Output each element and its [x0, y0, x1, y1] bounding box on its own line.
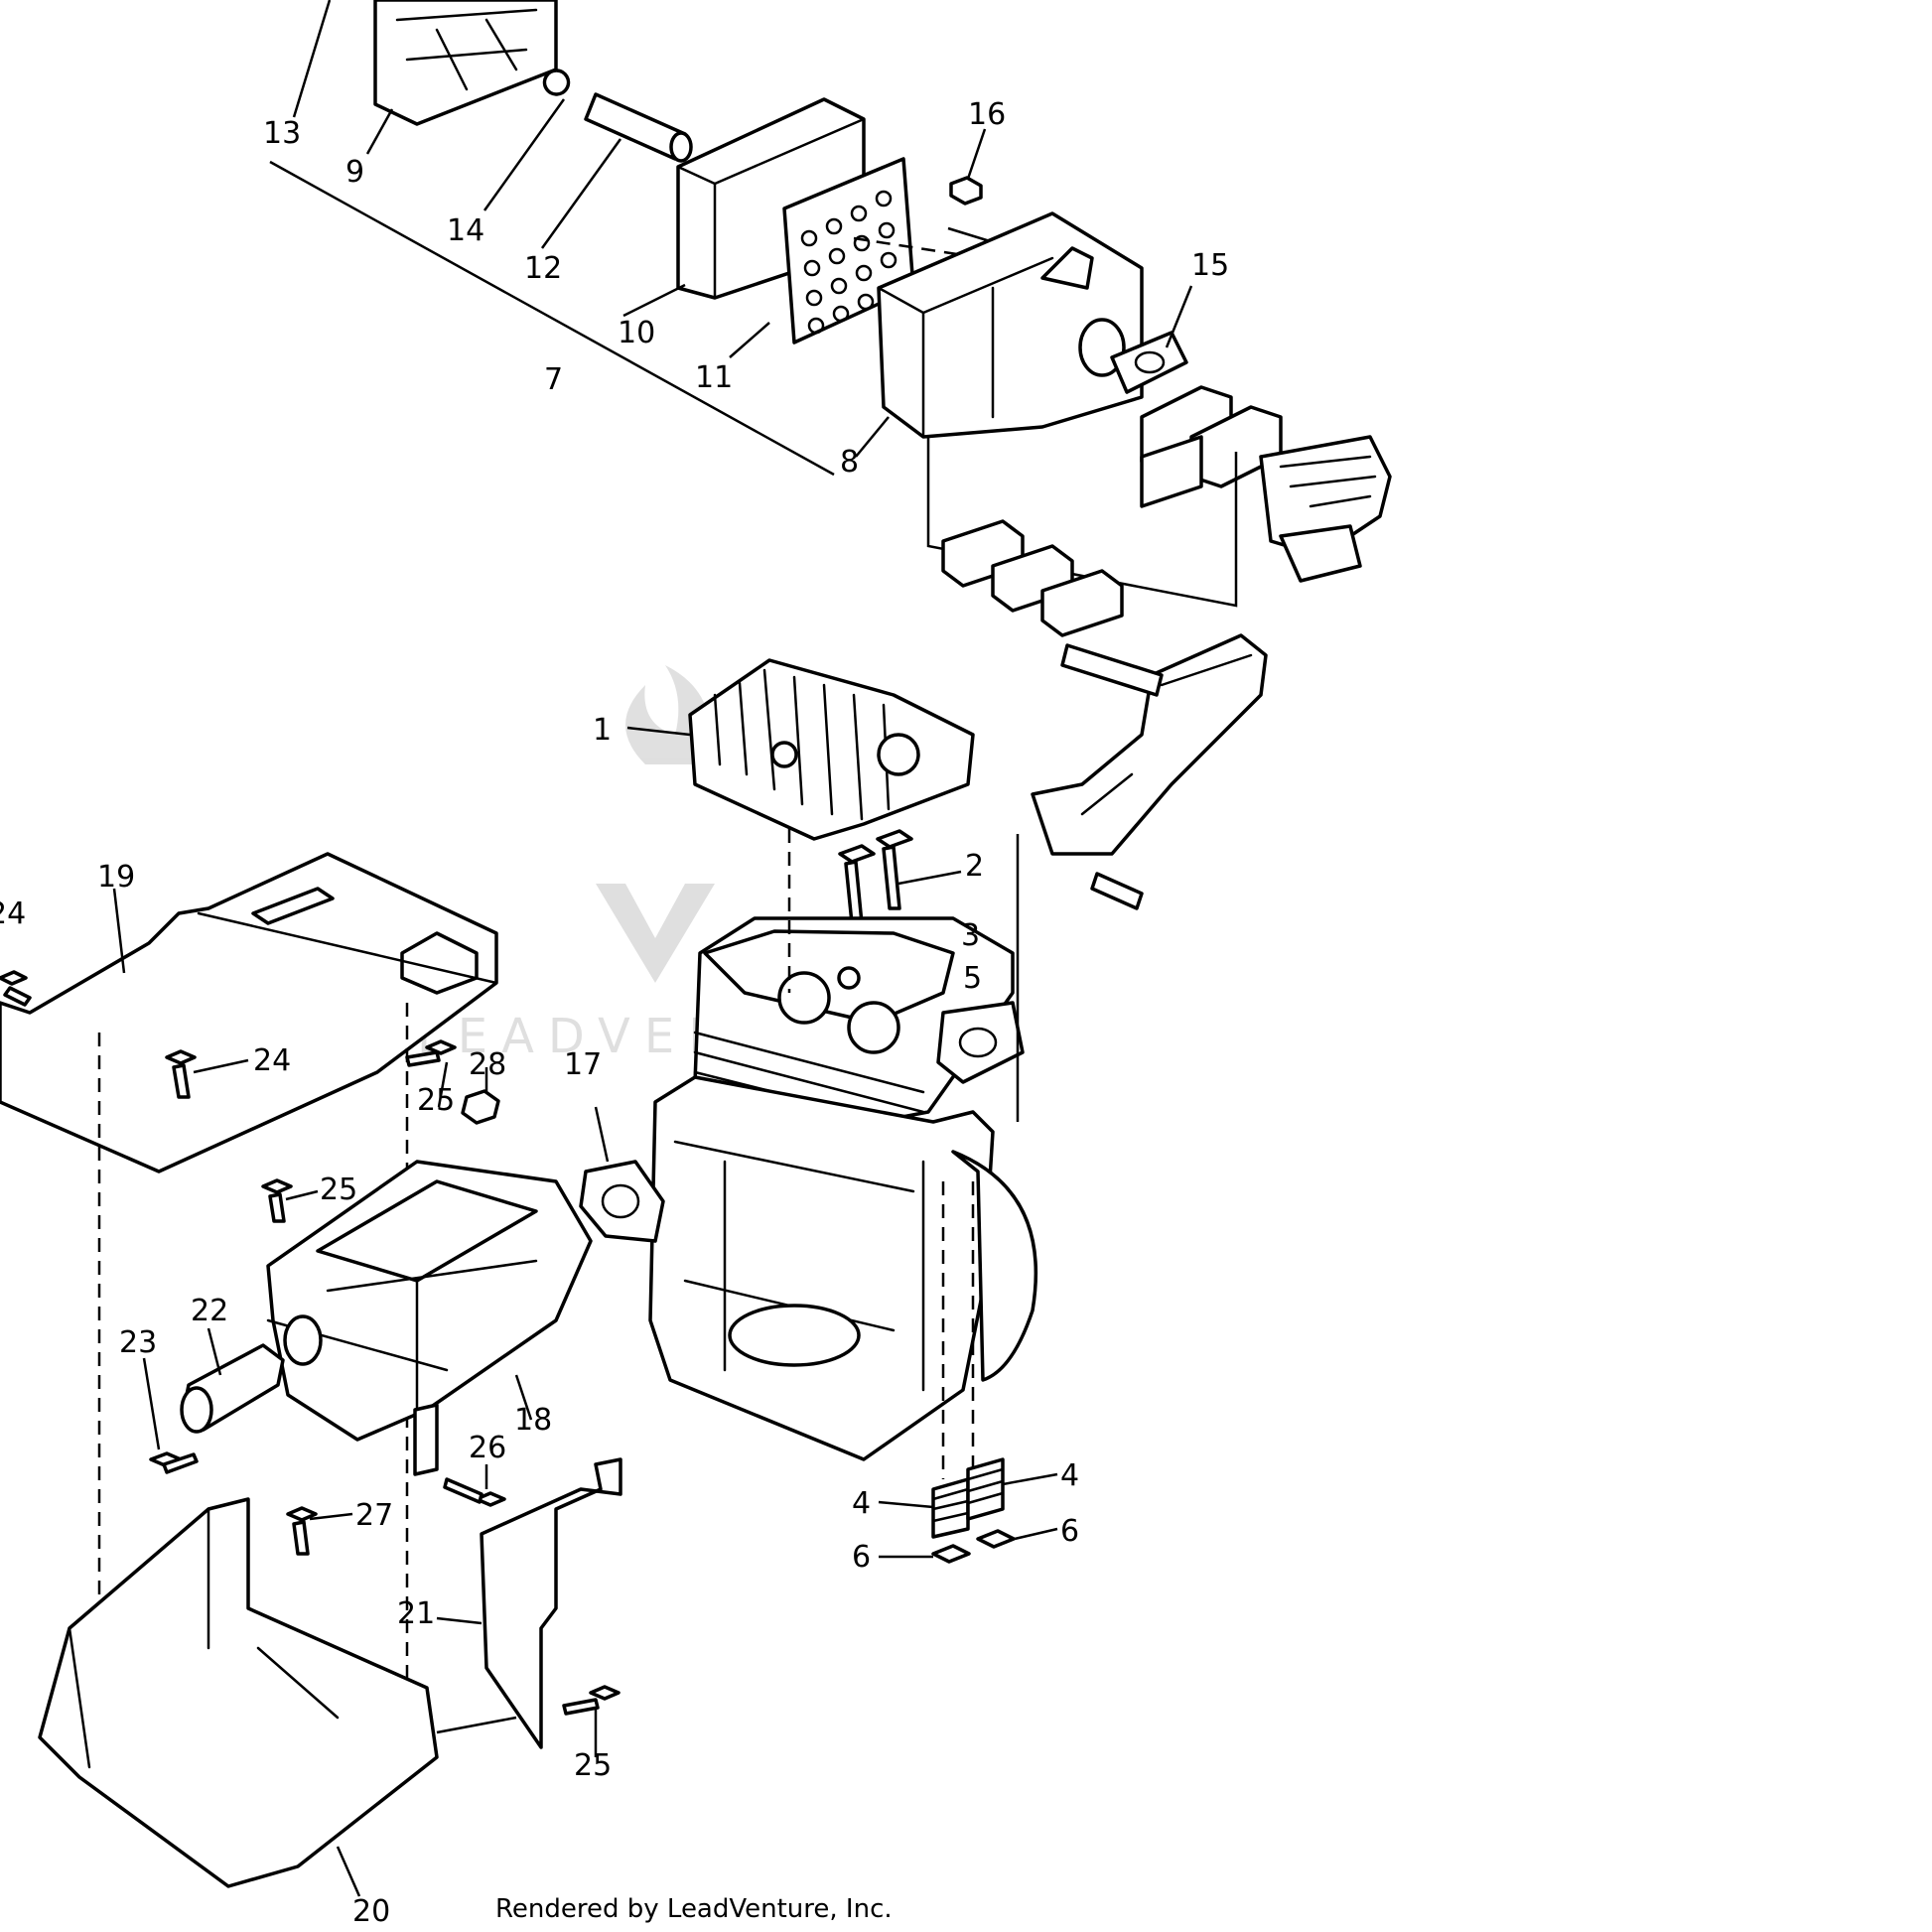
callout-8[interactable]: 8 [840, 445, 859, 480]
callout-13[interactable]: 13 [263, 116, 301, 151]
callout-5[interactable]: 5 [963, 961, 982, 996]
bolt-25-bottom[interactable] [562, 1685, 621, 1716]
callout-14[interactable]: 14 [447, 213, 484, 248]
valve-key-left[interactable] [931, 1544, 971, 1564]
exhaust-pipe[interactable] [1031, 633, 1268, 856]
valve-spring-left[interactable] [931, 1477, 970, 1539]
crankcase[interactable] [648, 1075, 1037, 1461]
callout-18[interactable]: 18 [514, 1403, 552, 1438]
callout-25-bottom[interactable]: 25 [574, 1748, 612, 1783]
callout-25-mid[interactable]: 25 [320, 1173, 357, 1207]
screw-23[interactable] [149, 1451, 199, 1474]
bolt-27[interactable] [286, 1506, 318, 1556]
callout-15[interactable]: 15 [1191, 248, 1229, 283]
callout-25-top[interactable]: 25 [417, 1083, 455, 1118]
cylinder-block[interactable] [693, 916, 1025, 1134]
callout-26[interactable]: 26 [469, 1431, 506, 1465]
side-bracket[interactable] [480, 1457, 622, 1749]
blower-housing[interactable] [0, 852, 498, 1173]
callout-20[interactable]: 20 [352, 1894, 390, 1929]
breather-tube[interactable] [584, 92, 693, 163]
head-bolts[interactable] [838, 829, 913, 925]
bolt-25-top[interactable] [405, 1039, 457, 1067]
rendered-by-footer: Rendered by LeadVenture, Inc. [495, 1894, 893, 1924]
lower-shield[interactable] [38, 1497, 439, 1888]
callout-19[interactable]: 19 [97, 860, 135, 895]
callout-23[interactable]: 23 [119, 1325, 157, 1360]
callout-6-left[interactable]: 6 [852, 1540, 871, 1575]
exhaust-bolt[interactable] [1090, 872, 1144, 910]
callout-4-left[interactable]: 4 [852, 1486, 871, 1521]
bolt-26[interactable] [443, 1477, 506, 1507]
callout-7[interactable]: 7 [544, 362, 563, 397]
nut-28[interactable] [461, 1089, 500, 1125]
muffler[interactable] [266, 1160, 593, 1442]
callout-24-left[interactable]: 24 [0, 897, 26, 931]
nut-part[interactable] [949, 176, 983, 206]
carburetor[interactable] [1259, 435, 1392, 583]
callout-22[interactable]: 22 [191, 1294, 228, 1328]
callout-9[interactable]: 9 [345, 155, 364, 190]
spark-arrester[interactable] [180, 1343, 285, 1434]
callout-17[interactable]: 17 [564, 1047, 602, 1082]
callout-3[interactable]: 3 [961, 918, 980, 953]
callout-1[interactable]: 1 [593, 713, 612, 748]
exhaust-gasket[interactable] [579, 1160, 665, 1243]
bolt-24-center[interactable] [165, 1049, 197, 1099]
callout-11[interactable]: 11 [695, 360, 733, 395]
exhaust-gaskets[interactable] [941, 519, 1124, 637]
bolt-24-left[interactable] [0, 970, 32, 1007]
callout-4-right[interactable]: 4 [1060, 1458, 1079, 1493]
callout-10[interactable]: 10 [618, 316, 655, 350]
air-cleaner-base[interactable] [373, 0, 558, 126]
muffler-bracket[interactable] [413, 1403, 439, 1476]
callout-27[interactable]: 27 [355, 1498, 393, 1533]
bolt-25-mid[interactable] [261, 1178, 293, 1223]
clip-part[interactable] [542, 69, 571, 96]
callout-24-center[interactable]: 24 [253, 1043, 291, 1078]
valve-key-right[interactable] [976, 1529, 1016, 1549]
cylinder-head[interactable] [688, 658, 975, 841]
callout-21[interactable]: 21 [397, 1596, 435, 1631]
callout-2[interactable]: 2 [965, 849, 984, 884]
callout-6-right[interactable]: 6 [1060, 1514, 1079, 1549]
air-cleaner-body[interactable] [877, 211, 1144, 439]
callout-16[interactable]: 16 [968, 97, 1006, 132]
callout-12[interactable]: 12 [524, 251, 562, 286]
callout-28[interactable]: 28 [469, 1047, 506, 1082]
valve-spring-right[interactable] [966, 1457, 1005, 1521]
